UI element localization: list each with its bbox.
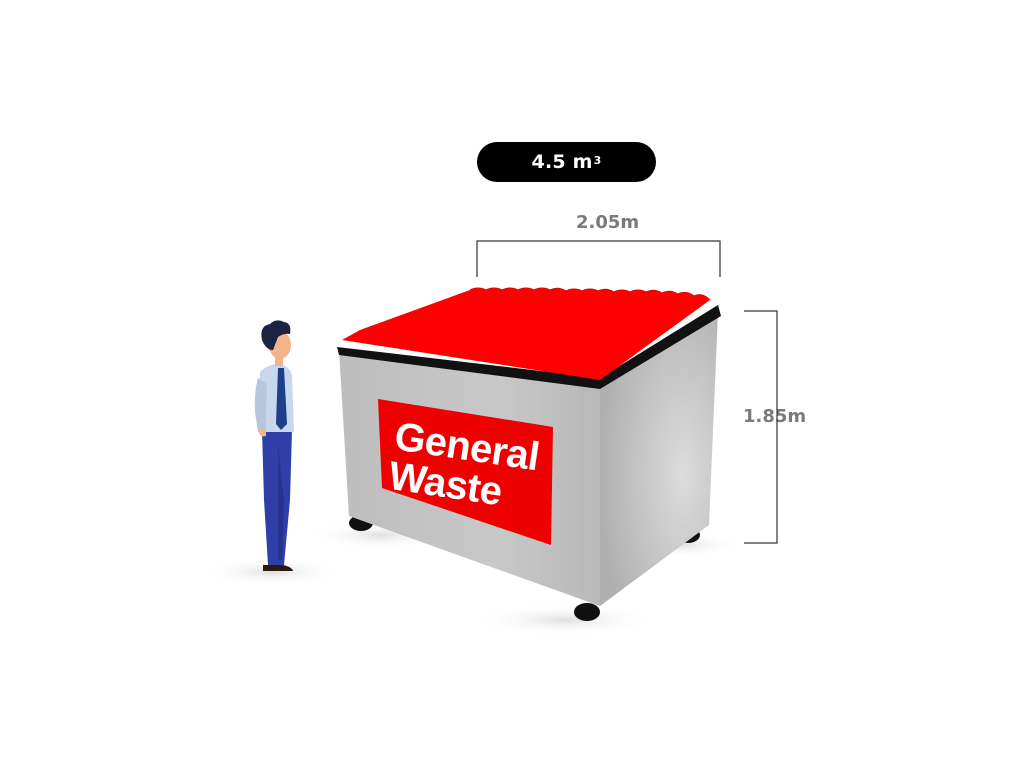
- wheel-front: [574, 603, 600, 621]
- person-figure: [254, 320, 294, 571]
- width-bracket: [476, 240, 721, 277]
- person-shadow: [204, 558, 340, 586]
- bin-rim: [337, 305, 721, 389]
- bin-shadow-front: [475, 604, 655, 636]
- volume-value: 4.5 m: [531, 151, 593, 173]
- bin-side-face: [600, 313, 718, 606]
- height-bracket: [744, 310, 778, 544]
- bin-lid: [342, 287, 711, 380]
- volume-unit-superscript: 3: [593, 153, 602, 167]
- bin-label-panel: [378, 399, 553, 545]
- height-dimension-label: 1.85m: [743, 406, 807, 427]
- width-dimension-label: 2.05m: [576, 212, 640, 233]
